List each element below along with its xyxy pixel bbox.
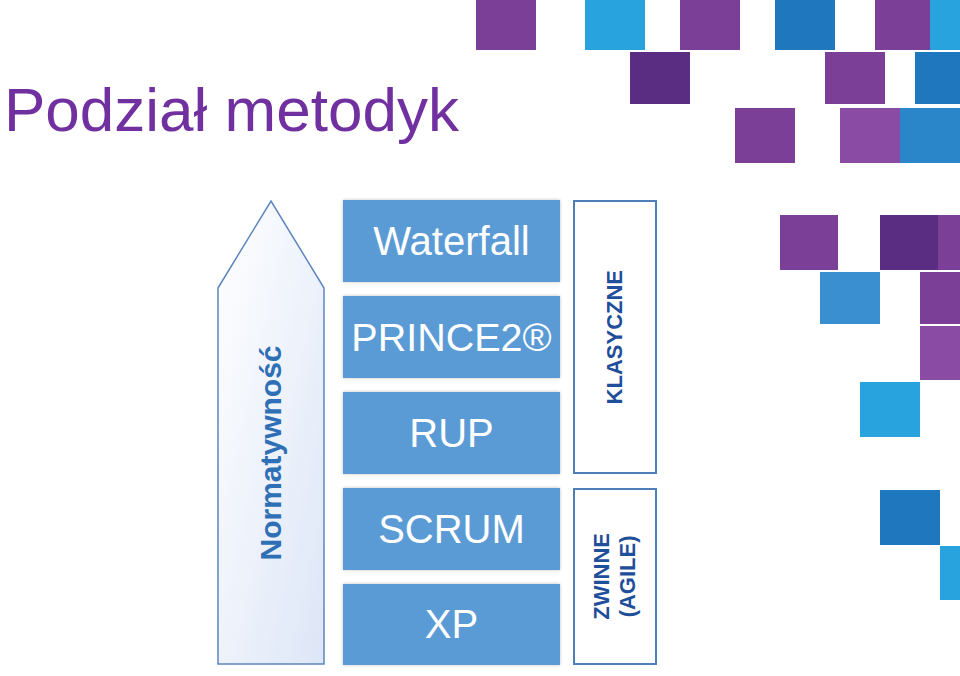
group-band: KLASYCZNE (573, 200, 657, 474)
slide-title: Podział metodyk (4, 74, 459, 145)
normativity-arrow: Normatywność (217, 200, 325, 665)
method-box: RUP (343, 392, 560, 474)
method-name: SCRUM (378, 507, 525, 552)
axis-label: Normatywność (254, 345, 288, 560)
method-name: PRINCE2® (351, 315, 551, 360)
method-name: RUP (409, 411, 493, 456)
method-box: PRINCE2® (343, 296, 560, 378)
method-box: Waterfall (343, 200, 560, 282)
method-name: Waterfall (373, 219, 529, 264)
group-label: ZWINNE (AGILE) (589, 522, 642, 632)
method-box: XP (343, 584, 560, 665)
group-band: ZWINNE (AGILE) (573, 488, 657, 665)
method-name: XP (425, 602, 478, 647)
arrow-outline (218, 201, 324, 664)
method-box: SCRUM (343, 488, 560, 570)
group-label: KLASYCZNE (602, 270, 628, 404)
